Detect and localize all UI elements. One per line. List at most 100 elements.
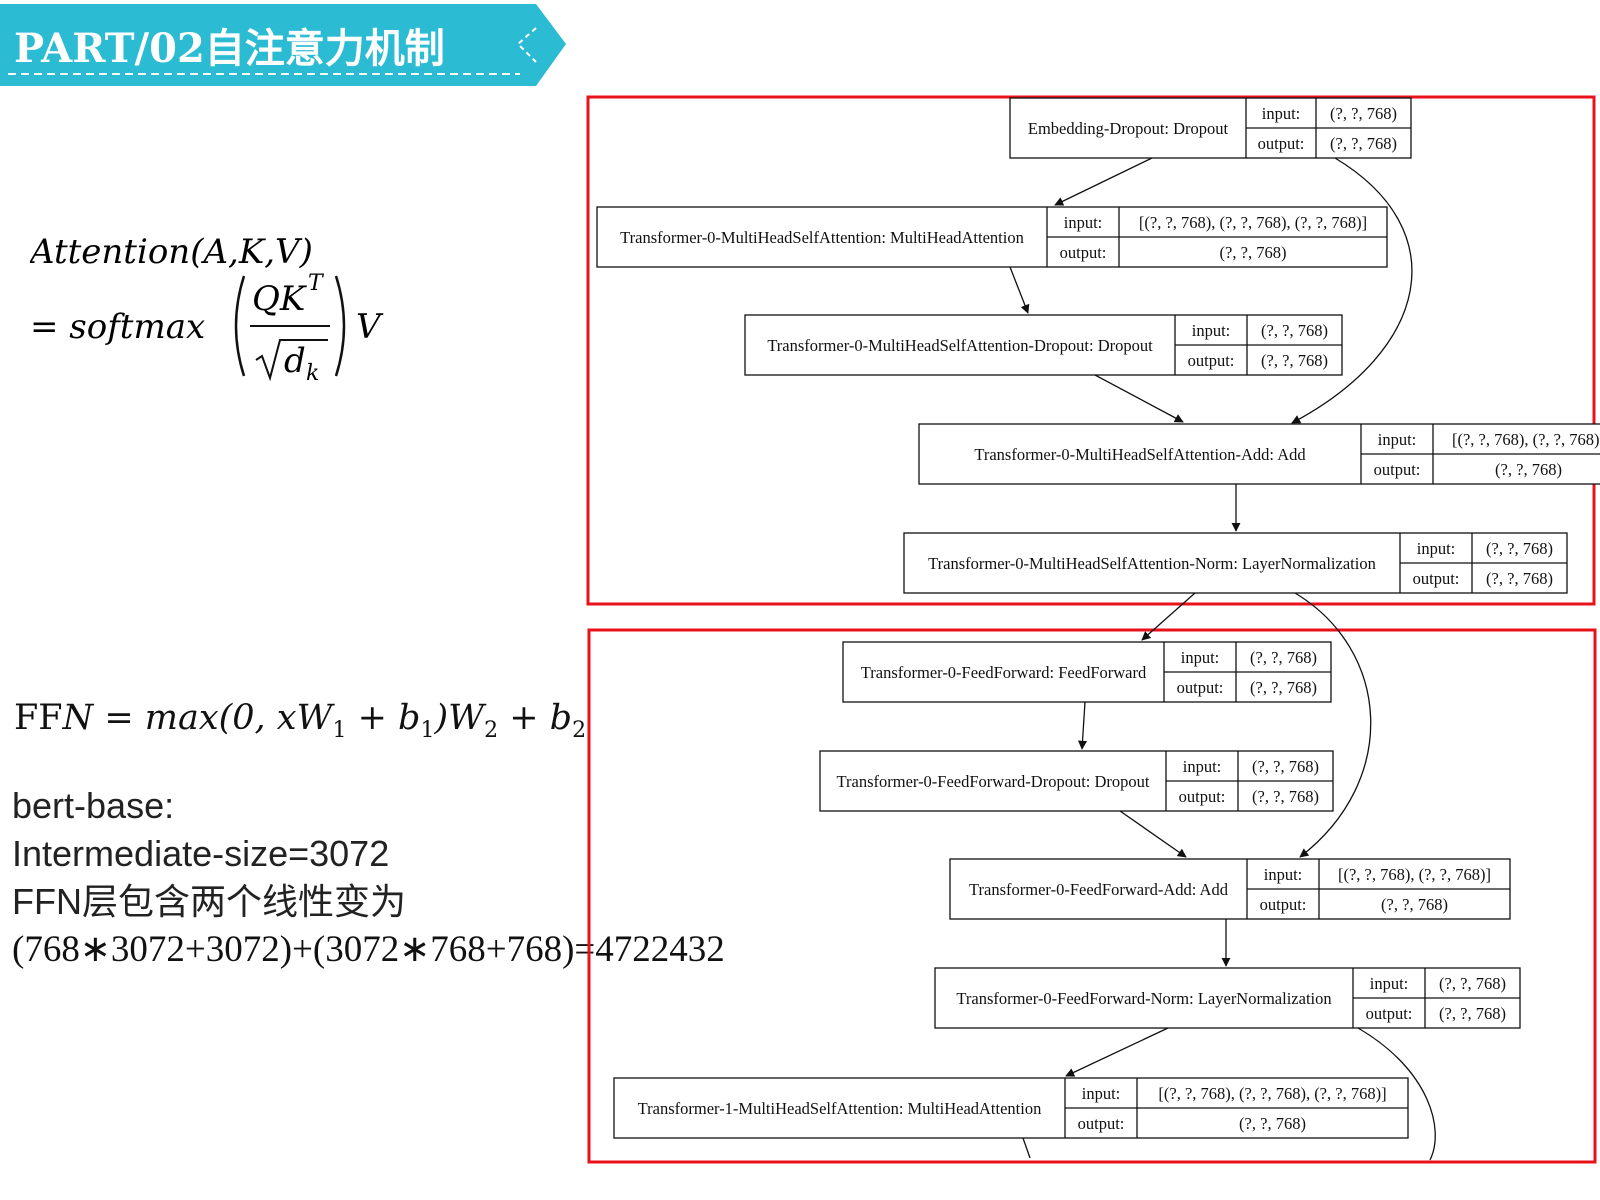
left-paren xyxy=(234,275,246,377)
graph-edges xyxy=(1009,157,1436,1161)
node-name: Transformer-1-MultiHeadSelfAttention: Mu… xyxy=(638,1099,1042,1118)
node-output-shape: (?, ?, 768) xyxy=(1381,895,1448,914)
node-input-shape: (?, ?, 768) xyxy=(1261,321,1328,340)
softmax-text: = softmax xyxy=(30,307,205,347)
graph-node: Transformer-0-MultiHeadSelfAttention-Add… xyxy=(918,423,1600,485)
node-frame xyxy=(918,423,1600,485)
ffn-highlight-box xyxy=(587,628,1597,1164)
graph-edge xyxy=(1077,701,1088,750)
node-input-label: input: xyxy=(1264,865,1303,884)
node-input-shape: [(?, ?, 768), (?, ?, 768), (?, ?, 768)] xyxy=(1139,213,1367,232)
ffn-mid-2: )W xyxy=(434,698,485,738)
node-output-shape: (?, ?, 768) xyxy=(1439,1004,1506,1023)
node-output-shape: (?, ?, 768) xyxy=(1250,678,1317,697)
graph-edge xyxy=(1294,592,1372,858)
graph-node: Transformer-0-FeedForward-Add: Add input:… xyxy=(949,858,1511,920)
graph-edge xyxy=(1141,592,1196,641)
graph-node: Transformer-0-MultiHeadSelfAttention-Dro… xyxy=(744,314,1343,376)
graph-node: Transformer-0-MultiHeadSelfAttention: Mu… xyxy=(596,206,1388,268)
node-output-label: output: xyxy=(1177,678,1224,697)
ffn-sub-4: 2 xyxy=(572,718,587,743)
note-calc: (768∗3072+3072)+(3072∗768+768)=4722432 xyxy=(12,929,725,970)
node-input-label: input: xyxy=(1181,648,1220,667)
node-output-label: output: xyxy=(1374,460,1421,479)
node-name: Transformer-0-MultiHeadSelfAttention-Nor… xyxy=(928,554,1376,573)
node-input-shape: [(?, ?, 768), (?, ?, 768)] xyxy=(1338,865,1491,884)
node-input-shape: (?, ?, 768) xyxy=(1250,648,1317,667)
numerator-sup: T xyxy=(308,271,325,296)
denominator-sub: k xyxy=(306,361,319,386)
graph-edge xyxy=(1291,157,1413,424)
node-output-shape: (?, ?, 768) xyxy=(1239,1114,1306,1133)
node-output-label: output: xyxy=(1413,569,1460,588)
node-output-label: output: xyxy=(1179,787,1226,806)
ffn-prefix: FF xyxy=(14,698,63,738)
graph-node: Transformer-0-FeedForward-Dropout: Dropo… xyxy=(819,750,1334,812)
node-input-label: input: xyxy=(1192,321,1231,340)
node-input-label: input: xyxy=(1378,430,1417,449)
graph-edge-stub xyxy=(1022,1137,1031,1159)
node-name: Transformer-0-FeedForward: FeedForward xyxy=(861,663,1147,682)
note-model: bert-base: xyxy=(12,785,175,826)
node-input-shape: [(?, ?, 768), (?, ?, 768)] xyxy=(1452,430,1600,449)
node-input-label: input: xyxy=(1417,539,1456,558)
graph-edge xyxy=(1357,1027,1436,1161)
ffn-mid-1: + b xyxy=(346,698,421,738)
notes-block: bert-base: Intermediate-size=3072 FFN层包含… xyxy=(12,782,725,974)
node-output-shape: (?, ?, 768) xyxy=(1220,243,1287,262)
node-input-shape: (?, ?, 768) xyxy=(1486,539,1553,558)
graph-node: Transformer-0-FeedForward: FeedForward in… xyxy=(842,641,1332,703)
node-input-label: input: xyxy=(1370,974,1409,993)
node-output-shape: (?, ?, 768) xyxy=(1495,460,1562,479)
graph-node: Transformer-0-MultiHeadSelfAttention-Nor… xyxy=(903,532,1568,594)
attention-formula: Attention(A,K,V) = softmax QK T d k V xyxy=(27,228,430,408)
note-ffn-desc: FFN层包含两个线性变为 xyxy=(12,881,406,922)
graph-edge xyxy=(1009,266,1030,314)
node-name: Transformer-0-FeedForward-Add: Add xyxy=(969,880,1229,899)
ffn-sub-2: 1 xyxy=(420,718,435,743)
node-name: Transformer-0-MultiHeadSelfAttention-Add… xyxy=(974,445,1306,464)
banner-shape xyxy=(0,4,566,86)
graph-edge xyxy=(1054,157,1153,206)
graph-edge xyxy=(1094,374,1184,423)
node-output-label: output: xyxy=(1258,134,1305,153)
node-input-shape: (?, ?, 768) xyxy=(1439,974,1506,993)
node-output-label: output: xyxy=(1078,1114,1125,1133)
node-output-label: output: xyxy=(1060,243,1107,262)
node-output-shape: (?, ?, 768) xyxy=(1261,351,1328,370)
node-output-label: output: xyxy=(1366,1004,1413,1023)
attention-highlight-box xyxy=(586,95,1596,606)
node-output-label: output: xyxy=(1188,351,1235,370)
node-name: Embedding-Dropout: Dropout xyxy=(1028,119,1229,138)
attention-lhs: Attention(A,K,V) xyxy=(30,232,313,272)
sqrt-sign xyxy=(255,339,328,382)
right-paren xyxy=(334,275,346,377)
node-name: Transformer-0-FeedForward-Norm: LayerNor… xyxy=(956,989,1331,1008)
ffn-formula: FFN = max(0, xW1 + b1)W2 + b2 xyxy=(14,698,586,743)
header-banner: PART/02自注意力机制 xyxy=(0,0,566,90)
graph-node: Transformer-0-FeedForward-Norm: LayerNor… xyxy=(934,967,1521,1029)
node-input-shape: (?, ?, 768) xyxy=(1252,757,1319,776)
page-title: PART/02自注意力机制 xyxy=(14,25,445,72)
node-input-label: input: xyxy=(1064,213,1103,232)
ffn-mid-3: + b xyxy=(498,698,573,738)
graph-node: Embedding-Dropout: Dropout input: output: (… xyxy=(1009,97,1412,159)
node-output-shape: (?, ?, 768) xyxy=(1486,569,1553,588)
graph-node: Transformer-1-MultiHeadSelfAttention: Mu… xyxy=(613,1077,1409,1139)
node-input-label: input: xyxy=(1082,1084,1121,1103)
node-name: Transformer-0-MultiHeadSelfAttention: Mu… xyxy=(620,228,1024,247)
node-output-label: output: xyxy=(1260,895,1307,914)
graph-edge xyxy=(1065,1027,1169,1077)
note-intermediate: Intermediate-size=3072 xyxy=(12,833,390,874)
numerator: QK xyxy=(252,279,308,319)
attention-formula-svg: Attention(A,K,V) = softmax QK T d k V xyxy=(27,232,384,386)
ffn-body: N = max(0, xW xyxy=(62,698,333,738)
node-output-shape: (?, ?, 768) xyxy=(1330,134,1397,153)
node-input-shape: [(?, ?, 768), (?, ?, 768), (?, ?, 768)] xyxy=(1158,1084,1386,1103)
node-input-label: input: xyxy=(1262,104,1301,123)
node-name: Transformer-0-MultiHeadSelfAttention-Dro… xyxy=(767,336,1153,355)
node-output-shape: (?, ?, 768) xyxy=(1252,787,1319,806)
graph-nodes: Embedding-Dropout: Dropout input: output: (… xyxy=(596,97,1600,1139)
node-input-shape: (?, ?, 768) xyxy=(1330,104,1397,123)
